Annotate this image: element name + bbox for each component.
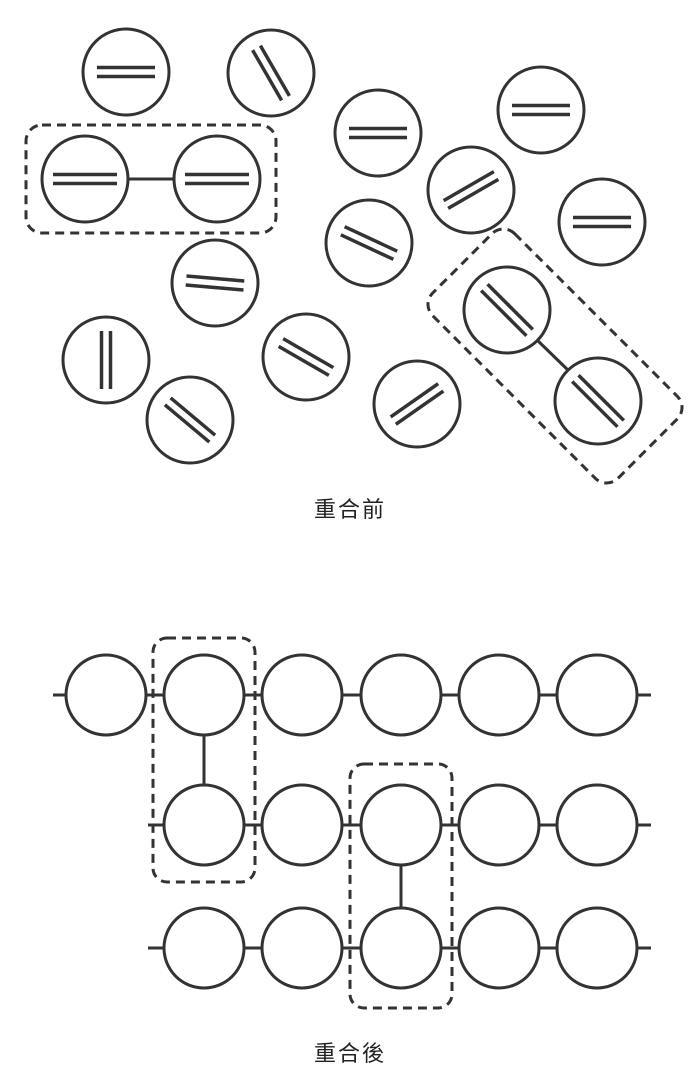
caption-after-polymerization: 重合後 (313, 1042, 386, 1067)
double-bond-line (343, 225, 398, 253)
monomer-circle (557, 177, 647, 267)
double-bond-line (169, 396, 217, 437)
monomer-circle (555, 783, 639, 867)
monomer-circle (260, 653, 344, 737)
double-bond-line (340, 233, 395, 261)
double-bond-line (185, 283, 244, 292)
monomer-circle (324, 198, 414, 288)
crosslink-dashed-box (151, 636, 257, 884)
monomer-circle (162, 783, 246, 867)
before-polymerization-diagram (24, 27, 684, 485)
after-polymerization-diagram (53, 636, 651, 1010)
monomer-circle (172, 134, 262, 224)
double-bond-line (186, 274, 245, 283)
monomer-circle (359, 653, 443, 737)
monomer-circle (170, 238, 260, 328)
monomer-circle (40, 134, 130, 224)
crosslinker-bond (533, 336, 573, 375)
monomer-circle (61, 315, 151, 405)
double-bond-line (486, 282, 535, 331)
double-bond-line (577, 373, 626, 422)
monomer-circle (162, 653, 246, 737)
monomer-circle (260, 783, 344, 867)
monomer-circle (555, 653, 639, 737)
monomer-circle (145, 375, 235, 465)
double-bond-line (442, 170, 495, 203)
monomer-circle (359, 906, 443, 990)
monomer-circle (555, 906, 639, 990)
double-bond-line (163, 403, 211, 444)
double-bond-line (394, 389, 445, 426)
monomer-circle (457, 906, 541, 990)
double-bond-line (258, 44, 291, 97)
monomer-circle (359, 783, 443, 867)
double-bond-line (570, 380, 619, 429)
crosslinker-dashed-box (426, 227, 684, 485)
monomer-circle (81, 27, 171, 117)
monomer-circle (553, 356, 643, 446)
monomer-circle (226, 28, 316, 118)
monomer-circle (372, 359, 462, 449)
crosslink-dashed-box (348, 762, 454, 1010)
monomer-circle (333, 88, 423, 178)
double-bond-line (479, 289, 528, 338)
double-bond-line (277, 344, 330, 377)
monomer-circle (260, 906, 344, 990)
double-bond-line (389, 382, 440, 419)
crosslinker-dashed-box (24, 123, 278, 235)
caption-before-polymerization: 重合前 (313, 498, 386, 523)
monomer-circle (426, 145, 516, 235)
double-bond-line (282, 337, 335, 370)
monomer-circle (457, 653, 541, 737)
monomer-circle (457, 783, 541, 867)
double-bond-line (447, 177, 500, 210)
monomer-circle (496, 65, 586, 155)
monomer-circle (162, 906, 246, 990)
monomer-circle (64, 653, 148, 737)
double-bond-line (251, 49, 284, 102)
monomer-circle (462, 265, 552, 355)
monomer-circle (261, 312, 351, 402)
